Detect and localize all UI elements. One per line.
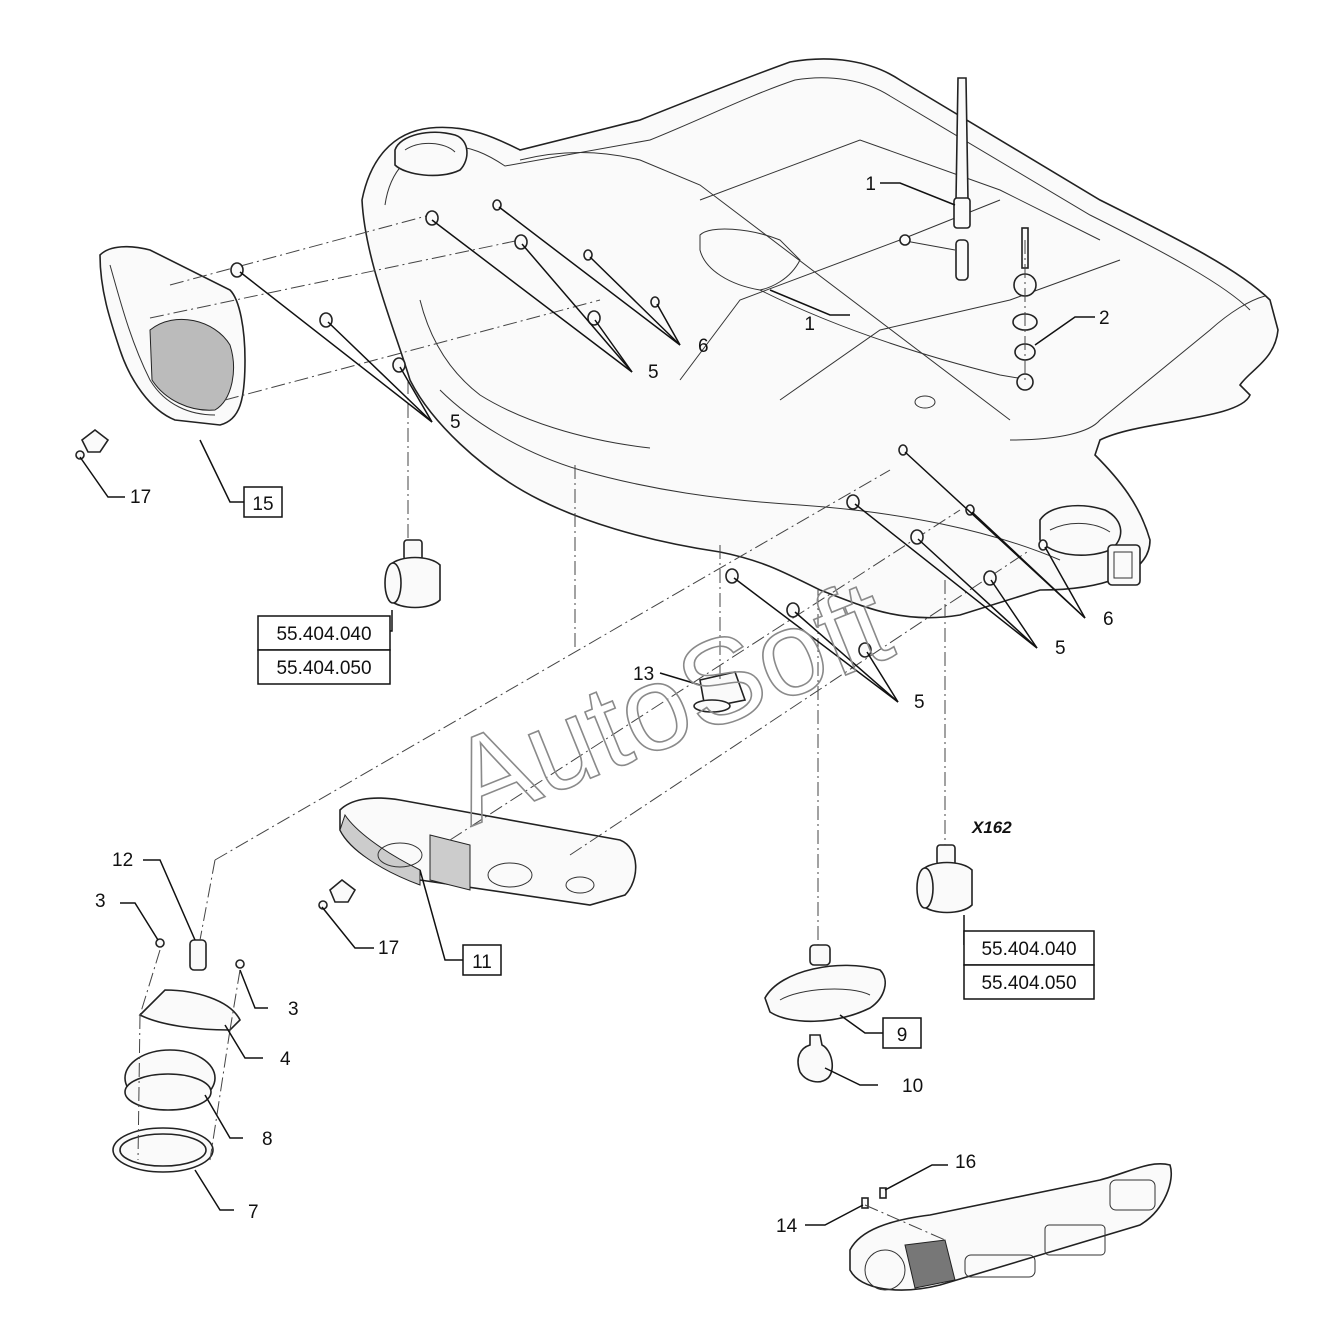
front-grille	[849, 1163, 1172, 1291]
reference-boxes-left: 55.404.040 55.404.050	[257, 615, 391, 685]
antenna-mount-hardware	[1012, 227, 1038, 391]
callout-17-right: 17	[378, 938, 399, 959]
callout-5-left: 5	[450, 412, 461, 433]
watermark: AutoSoft	[430, 554, 907, 851]
construction-lines	[137, 214, 1031, 1241]
fitting-17-right	[318, 878, 357, 910]
round-work-light-left	[384, 539, 441, 609]
callout-5-center: 5	[648, 362, 659, 383]
left-rear-lamp-15	[99, 245, 246, 426]
ref-left-top[interactable]: 55.404.040	[276, 624, 371, 645]
roof-panel	[361, 58, 1279, 619]
ref-right-top[interactable]: 55.404.040	[981, 939, 1076, 960]
front-lamp-11	[339, 797, 637, 906]
callout-17-left: 17	[130, 487, 151, 508]
switch-13	[693, 671, 747, 713]
callout-13: 13	[633, 664, 654, 685]
leader-lines	[79, 182, 1095, 1226]
callout-7: 7	[248, 1202, 259, 1223]
callout-14: 14	[776, 1216, 798, 1237]
callout-6-center: 6	[698, 336, 709, 357]
callout-5-right: 5	[1055, 638, 1066, 659]
callout-1-cable: 1	[804, 314, 815, 335]
callout-11: 11	[472, 952, 492, 973]
callout-8: 8	[262, 1129, 273, 1150]
callouts: 1 1 2 5 5 6 6 5 5 17 13 X162 12 3 17 3 4…	[95, 174, 1114, 1237]
antenna	[899, 77, 971, 281]
round-work-light-right	[916, 844, 973, 914]
interior-lamp-9	[764, 944, 886, 1023]
connector-label-x162: X162	[971, 818, 1012, 837]
ref-left-bottom[interactable]: 55.404.050	[276, 658, 371, 679]
callout-12: 12	[112, 850, 133, 871]
callout-5-lower: 5	[914, 692, 925, 713]
fitting-17-left	[75, 428, 110, 460]
callout-6-right: 6	[1103, 609, 1114, 630]
callout-3-left: 3	[95, 891, 106, 912]
callout-9: 9	[897, 1025, 908, 1046]
callout-1-antenna: 1	[865, 174, 876, 195]
callout-15: 15	[252, 494, 273, 515]
callout-16: 16	[955, 1152, 976, 1173]
head-lamp-assembly	[112, 938, 245, 1173]
callout-3-right: 3	[288, 999, 299, 1020]
boxed-callouts: 15 11 9	[243, 486, 922, 1049]
reference-boxes-right: 55.404.040 55.404.050	[963, 930, 1095, 1000]
callout-2: 2	[1099, 308, 1110, 329]
bulb-10	[797, 1034, 834, 1083]
callout-4: 4	[280, 1049, 291, 1070]
ref-right-bottom[interactable]: 55.404.050	[981, 973, 1076, 994]
callout-10: 10	[902, 1076, 923, 1097]
